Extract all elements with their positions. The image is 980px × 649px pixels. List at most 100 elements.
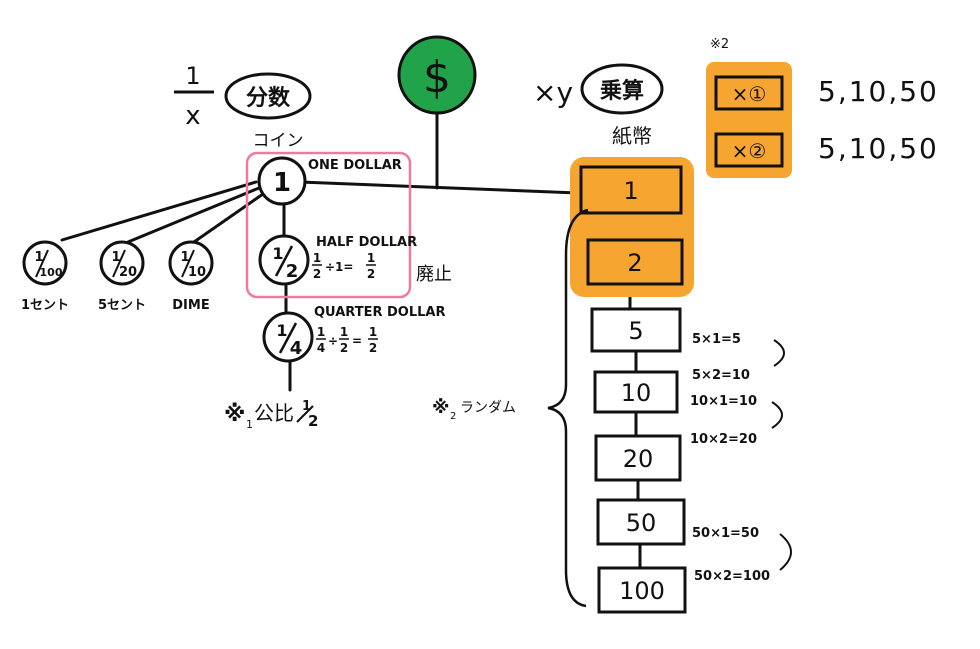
abolished-label: 廃止 xyxy=(416,264,452,285)
svg-text:1: 1 xyxy=(302,399,311,414)
calc-bracket-2 xyxy=(771,401,783,429)
curly-brace xyxy=(547,208,589,608)
small-coin-num: 1 xyxy=(34,250,43,265)
bill-box-50: 50 xyxy=(596,498,686,546)
svg-text:1: 1 xyxy=(276,321,287,340)
small-coin-num: 1 xyxy=(180,250,189,265)
svg-text:2: 2 xyxy=(340,341,348,355)
coin-header: 1 x 分数 コイン xyxy=(174,62,312,151)
dollar-sign-node: $ xyxy=(397,35,477,115)
bill-box-100: 100 xyxy=(597,566,687,614)
small-coin-den: 10 xyxy=(188,265,206,280)
svg-text:1: 1 xyxy=(369,325,377,339)
note2-box-label: ×① xyxy=(732,82,767,106)
fraction-denominator: x xyxy=(185,101,200,131)
fraction-numerator: 1 xyxy=(185,62,200,90)
bill-value: 50 xyxy=(626,509,657,537)
svg-text:÷1=: ÷1= xyxy=(325,260,353,274)
small-coin-name: 5セント xyxy=(98,298,146,313)
calc-label: 10×1=10 xyxy=(690,394,757,409)
svg-text:4: 4 xyxy=(290,338,303,359)
svg-text:2: 2 xyxy=(367,267,375,281)
random-note: ※ 2 ランダム xyxy=(432,397,516,422)
svg-text:1: 1 xyxy=(272,244,283,263)
bubble-jousan xyxy=(580,63,664,115)
svg-text:2: 2 xyxy=(308,412,318,430)
note2-row-1: ×① 5,10,50 xyxy=(714,75,939,111)
calc-label: 5×2=10 xyxy=(692,368,750,383)
ratio-note: ※ 1 公比 1 2 xyxy=(224,399,318,431)
svg-text:2: 2 xyxy=(286,261,299,282)
quarter-formula: 1 4 ÷ 1 2 = 1 2 xyxy=(316,325,378,355)
svg-text:2: 2 xyxy=(450,411,456,422)
coin-one-value: 1 xyxy=(273,168,291,198)
bill-box-5: 5 xyxy=(590,307,682,353)
calc-bracket-1 xyxy=(773,339,785,367)
small-coin-den: 100 xyxy=(40,266,63,279)
link-dime xyxy=(192,192,265,244)
svg-text:1: 1 xyxy=(367,251,375,265)
small-coin-den: 20 xyxy=(119,265,137,280)
bill-value: 5 xyxy=(628,317,643,345)
note2-box-label: ×② xyxy=(732,139,767,163)
svg-text:公比: 公比 xyxy=(254,401,294,425)
link-one-cent xyxy=(60,180,258,242)
bill-box-20: 20 xyxy=(594,434,682,482)
abolished-box xyxy=(245,151,412,299)
note2-rows: ×① 5,10,50 ×② 5,10,50 xyxy=(714,75,939,168)
svg-text:1: 1 xyxy=(340,325,348,339)
half-formula: 1 2 ÷1= 1 2 xyxy=(312,251,376,281)
svg-text:2: 2 xyxy=(313,267,321,281)
main-link-line xyxy=(298,180,580,195)
calc-label: 5×1=5 xyxy=(692,332,741,347)
caption-coin: コイン xyxy=(253,131,304,151)
coin-one-dollar: 1 ONE DOLLAR xyxy=(257,156,402,206)
calc-label: 50×2=100 xyxy=(694,569,770,584)
svg-text:※: ※ xyxy=(432,397,450,418)
coin-quarter-name: QUARTER DOLLAR xyxy=(314,305,445,320)
svg-text:1: 1 xyxy=(246,418,253,431)
label-jousan: 乗算 xyxy=(600,78,644,104)
svg-text:1: 1 xyxy=(313,251,321,265)
svg-text:ランダム: ランダム xyxy=(460,400,516,416)
bill-value: 2 xyxy=(627,249,642,277)
coin-half-name: HALF DOLLAR xyxy=(316,235,417,250)
link-five-cent xyxy=(126,186,261,244)
svg-text:2: 2 xyxy=(369,341,377,355)
connector-lines xyxy=(60,106,642,570)
bill-value: 20 xyxy=(623,445,654,473)
note2-values: 5,10,50 xyxy=(818,75,939,108)
svg-text:4: 4 xyxy=(317,341,325,355)
bill-header: ×y 乗算 紙幣 xyxy=(533,63,664,148)
coin-half-dollar: 1 2 HALF DOLLAR 1 2 ÷1= 1 2 xyxy=(258,234,417,286)
note2-values: 5,10,50 xyxy=(818,132,939,165)
calc-label: 10×2=20 xyxy=(690,432,757,447)
bill-box-1: 1 xyxy=(579,165,683,215)
label-bunsu: 分数 xyxy=(246,85,291,111)
bill-box-2: 2 xyxy=(586,238,684,286)
bill-value: 1 xyxy=(623,177,638,205)
dollar-circle xyxy=(397,35,477,115)
multiply-y: ×y xyxy=(533,76,573,109)
svg-text:※: ※ xyxy=(224,402,245,427)
small-coin-name: DIME xyxy=(172,298,209,313)
bill-value: 100 xyxy=(619,577,665,605)
small-coin-num: 1 xyxy=(111,250,120,265)
dollar-icon: $ xyxy=(423,52,451,103)
calc-label: 50×1=50 xyxy=(692,526,759,541)
calc-group: 5×1=5 5×2=10 10×1=10 10×2=20 50×1=50 50×2=100 xyxy=(690,332,792,584)
small-coin-2: 120 5セント xyxy=(98,240,146,313)
calc-bracket-3 xyxy=(779,533,792,571)
svg-text:1: 1 xyxy=(317,325,325,339)
note2-row-2: ×② 5,10,50 xyxy=(714,132,939,168)
bubble-bunsu xyxy=(224,72,312,120)
bill-value: 10 xyxy=(621,379,652,407)
svg-text:÷: ÷ xyxy=(328,334,338,348)
small-coin-name: 1セント xyxy=(21,298,69,313)
coin-one-name: ONE DOLLAR xyxy=(308,158,402,173)
svg-text:=: = xyxy=(352,334,362,348)
